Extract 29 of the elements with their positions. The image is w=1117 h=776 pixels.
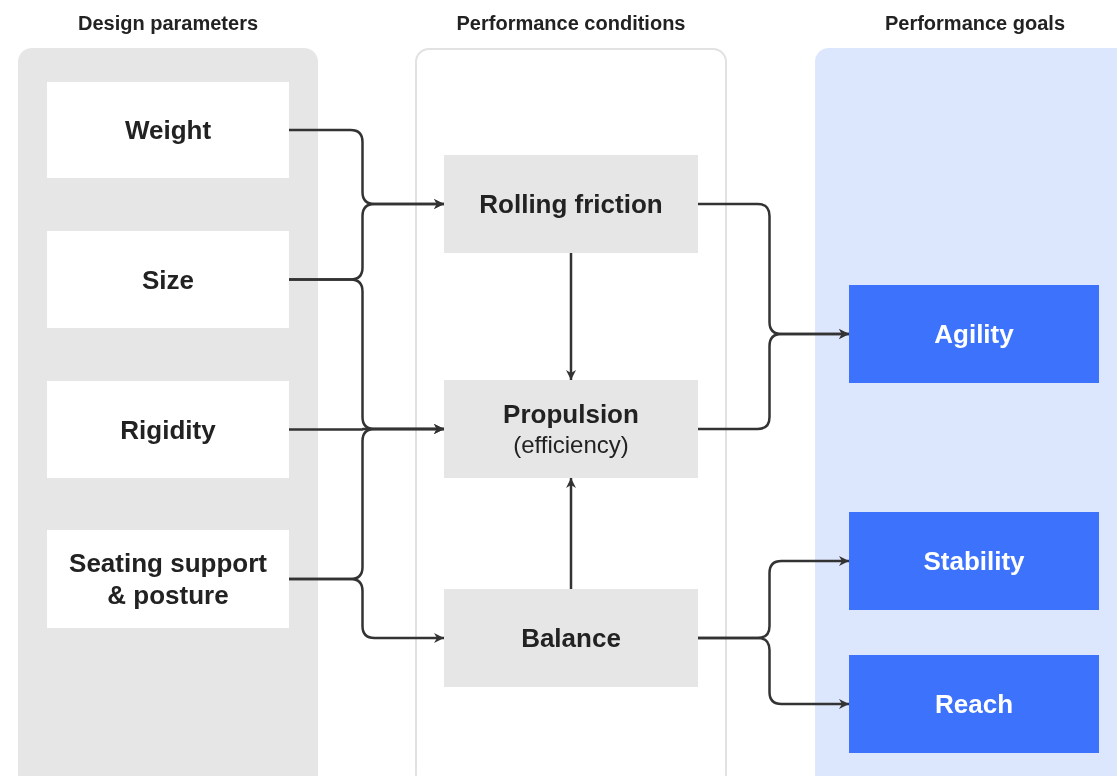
box-title: Rigidity — [120, 413, 216, 446]
box-title: Reach — [934, 688, 1013, 720]
condition-box — [444, 380, 698, 478]
condition-box — [444, 155, 698, 253]
box-title: Size — [142, 263, 194, 296]
goal-box — [849, 285, 1099, 383]
arrow — [698, 329, 849, 431]
parameter-box — [47, 530, 289, 628]
parameter-box — [47, 82, 289, 178]
box-title: Agility — [934, 318, 1014, 350]
goal-box — [849, 512, 1099, 610]
box-title: Rolling friction — [479, 188, 663, 220]
arrow — [566, 253, 576, 380]
box-title: Stability — [923, 545, 1025, 577]
arrow — [289, 577, 444, 643]
box-title: Balance — [521, 622, 621, 654]
box-title: Weight — [124, 114, 212, 146]
box-title: Seating support & posture — [68, 547, 268, 611]
box-title: Propulsion — [503, 398, 639, 430]
parameter-box — [47, 381, 289, 478]
arrow — [698, 636, 849, 709]
column-heading: Design parameters — [77, 11, 259, 36]
column-heading: Performance goals — [884, 11, 1066, 36]
condition-box — [444, 589, 698, 687]
arrow — [566, 478, 576, 589]
parameter-box — [47, 231, 289, 328]
box-subtitle: (efficiency) — [513, 430, 629, 460]
column-heading: Performance conditions — [456, 11, 686, 36]
goal-box — [849, 655, 1099, 753]
